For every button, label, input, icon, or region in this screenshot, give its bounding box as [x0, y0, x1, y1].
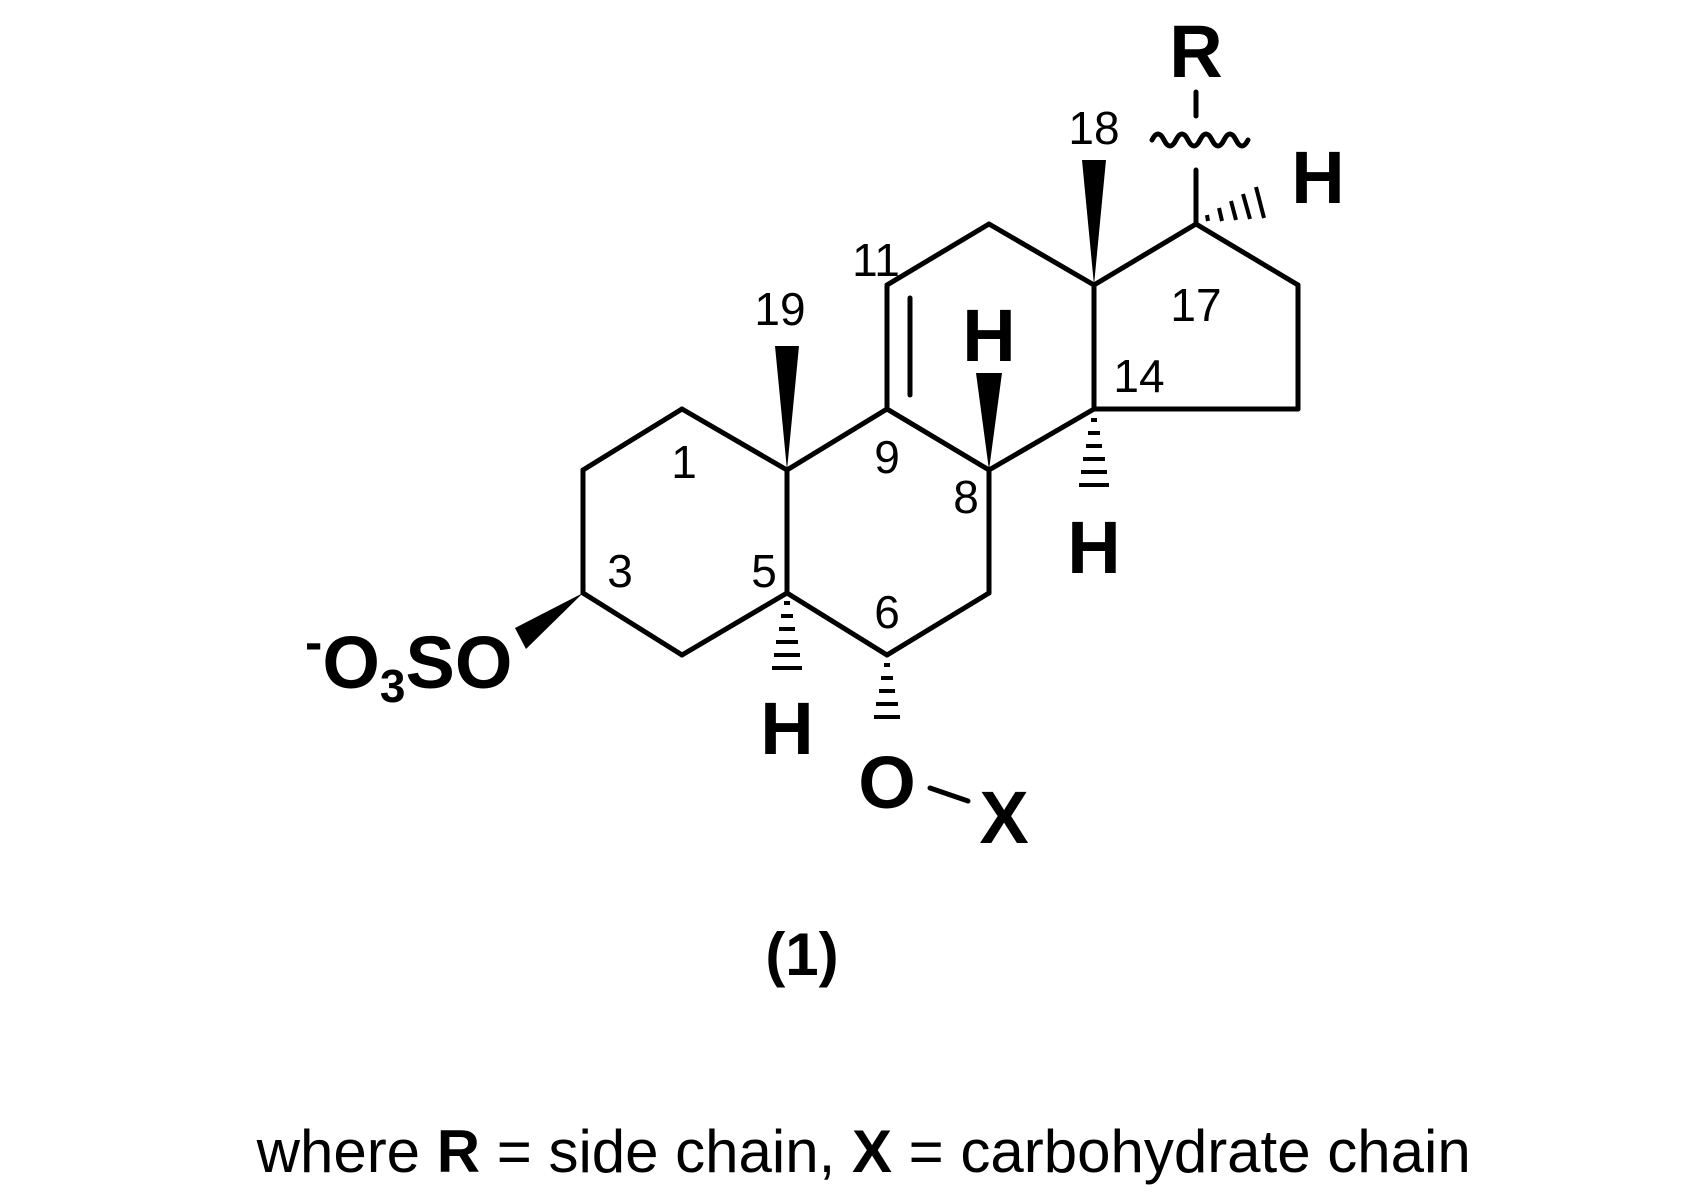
hash-c17-h-3	[1229, 200, 1238, 221]
sulfate-group-label: -O3SO	[277, 614, 532, 712]
bond-c10-c9	[784, 406, 890, 473]
bond-c17-c16	[1193, 221, 1301, 288]
wavy-bond-r	[1149, 131, 1251, 149]
bond-c4-c5	[679, 590, 790, 658]
atom-labels: R H H H H O X -O3SO	[277, 10, 1345, 859]
bond-c10-c1	[679, 406, 790, 473]
bond-o-x	[927, 785, 971, 804]
hash-c17-h-4	[1241, 193, 1252, 220]
wedge-bonds	[515, 160, 1106, 649]
caption-r-text: = side chain,	[480, 1118, 852, 1185]
atom-number-9: 9	[874, 431, 900, 483]
atom-number-5: 5	[751, 545, 777, 597]
ring-bonds	[580, 89, 1301, 804]
bond-c14-c8	[986, 406, 1097, 473]
r-group-label: R	[1169, 10, 1222, 93]
bond-c11-c12	[884, 221, 992, 288]
caption-x-text: = carbohydrate chain	[892, 1118, 1471, 1185]
sulfate-rest: SO	[405, 621, 512, 704]
bond-c7-c6	[884, 590, 992, 658]
hydrogen-5-label: H	[760, 687, 813, 770]
hydrogen-17-label: H	[1291, 136, 1344, 219]
caption-x-symbol: X	[852, 1118, 892, 1185]
atom-number-1: 1	[671, 436, 697, 488]
wedge-c19-methyl	[775, 346, 799, 470]
atom-numbers: 1 3 5 6 8 9 11 14 17 18 19	[607, 102, 1221, 638]
ether-oxygen-label: O	[858, 741, 916, 824]
hash-c17-h-5	[1254, 186, 1266, 219]
bond-c6-c5	[784, 590, 890, 658]
bond-c13-c17	[1091, 221, 1199, 288]
bond-c1-c2	[580, 406, 685, 473]
hash-bonds	[772, 186, 1266, 719]
sulfate-charge: -	[305, 614, 322, 672]
atom-number-8: 8	[953, 471, 979, 523]
bond-c3-c4	[580, 590, 685, 658]
wedge-h8	[976, 373, 1002, 470]
figure-caption: where R = side chain, X = carbohydrate c…	[173, 1118, 1520, 1185]
atom-number-6: 6	[874, 586, 900, 638]
hash-c17-h-2	[1217, 207, 1224, 222]
bond-c12-c13	[986, 221, 1097, 288]
bond-c9-c8	[884, 406, 992, 473]
atom-number-19: 19	[754, 283, 805, 335]
atom-number-14: 14	[1113, 350, 1164, 402]
caption-prefix: where	[256, 1118, 437, 1185]
x-group-label: X	[979, 776, 1028, 859]
sulfate-oxygen: O	[322, 621, 380, 704]
sulfate-subscript: 3	[380, 660, 406, 712]
wedge-c3-oso3	[515, 593, 583, 649]
compound-identifier: (1)	[765, 921, 838, 988]
hydrogen-8-label: H	[962, 294, 1015, 377]
hash-c17-h-1	[1205, 214, 1210, 222]
hydrogen-14-label: H	[1067, 506, 1120, 589]
atom-number-18: 18	[1068, 102, 1119, 154]
atom-number-3: 3	[607, 545, 633, 597]
wedge-c18-methyl	[1082, 160, 1106, 285]
atom-number-11: 11	[852, 234, 900, 286]
caption-r-symbol: R	[437, 1118, 480, 1185]
atom-number-17: 17	[1170, 279, 1221, 331]
